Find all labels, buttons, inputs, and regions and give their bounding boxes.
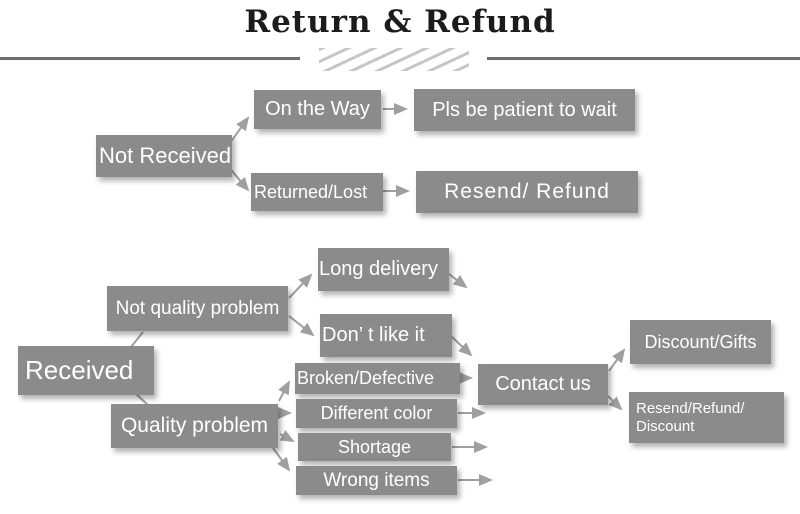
- node-resend-refund-discount-line2: Discount: [636, 417, 695, 435]
- node-resend-refund-discount: Resend/Refund/ Discount: [629, 392, 784, 443]
- node-broken-defective: Broken/Defective: [295, 363, 460, 394]
- title-hatch-decoration: [319, 48, 469, 71]
- node-quality-problem: Quality problem: [111, 404, 278, 448]
- node-pls-be-patient: Pls be patient to wait: [414, 89, 635, 131]
- title-divider-right: [487, 57, 800, 60]
- node-not-received: Not Received: [96, 135, 232, 177]
- page-title: Return & Refund: [244, 4, 556, 40]
- node-contact-us: Contact us: [478, 364, 608, 405]
- title-divider-left: [0, 57, 300, 60]
- node-not-quality-problem: Not quality problem: [107, 286, 288, 331]
- node-different-color: Different color: [296, 399, 457, 428]
- node-discount-gifts: Discount/Gifts: [630, 320, 771, 364]
- node-resend-refund-discount-line1: Resend/Refund/: [636, 399, 745, 417]
- node-received: Received: [18, 346, 154, 395]
- node-shortage: Shortage: [298, 433, 451, 461]
- node-on-the-way: On the Way: [254, 90, 381, 129]
- node-wrong-items: Wrong items: [296, 466, 457, 495]
- node-dont-like-it: Don’ t like it: [320, 314, 452, 357]
- node-resend-refund: Resend/ Refund: [416, 171, 638, 213]
- node-returned-lost: Returned/Lost: [251, 173, 383, 211]
- node-long-delivery: Long delivery: [318, 248, 449, 291]
